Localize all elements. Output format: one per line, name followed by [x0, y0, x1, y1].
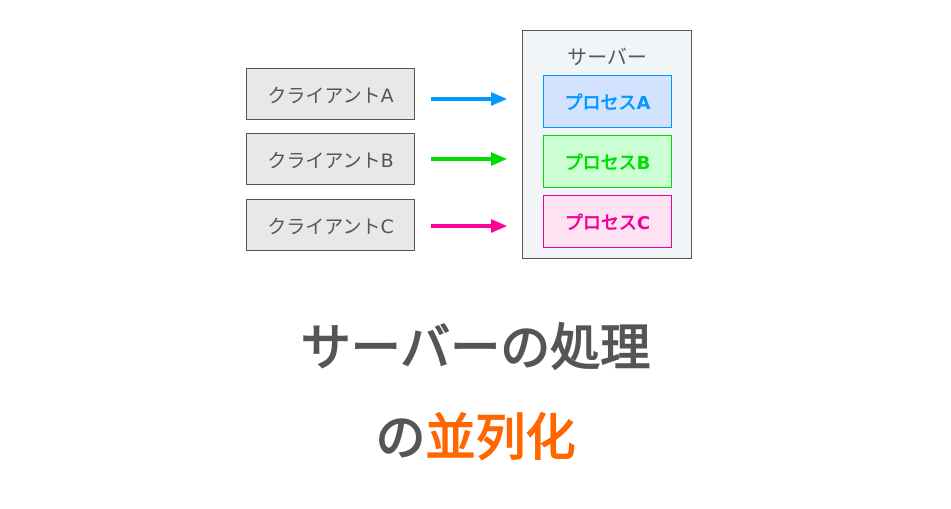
headline-line2: の並列化 — [0, 398, 951, 470]
headline-prefix: の — [375, 409, 426, 467]
client-c-box: クライアントC — [246, 199, 415, 251]
arrow-b-icon — [431, 152, 507, 166]
client-b-box: クライアントB — [246, 133, 415, 185]
arrow-c-icon — [431, 219, 507, 233]
process-c-box: プロセスC — [543, 195, 672, 248]
server-box: サーバー プロセスA プロセスB プロセスC — [522, 30, 692, 259]
process-b-box: プロセスB — [543, 135, 672, 188]
process-a-box: プロセスA — [543, 75, 672, 128]
arrow-a-icon — [431, 92, 507, 106]
server-title: サーバー — [567, 45, 647, 69]
headline-line1: サーバーの処理 — [300, 319, 651, 377]
headline-highlight: 並列化 — [425, 409, 576, 467]
client-a-box: クライアントA — [246, 68, 415, 120]
